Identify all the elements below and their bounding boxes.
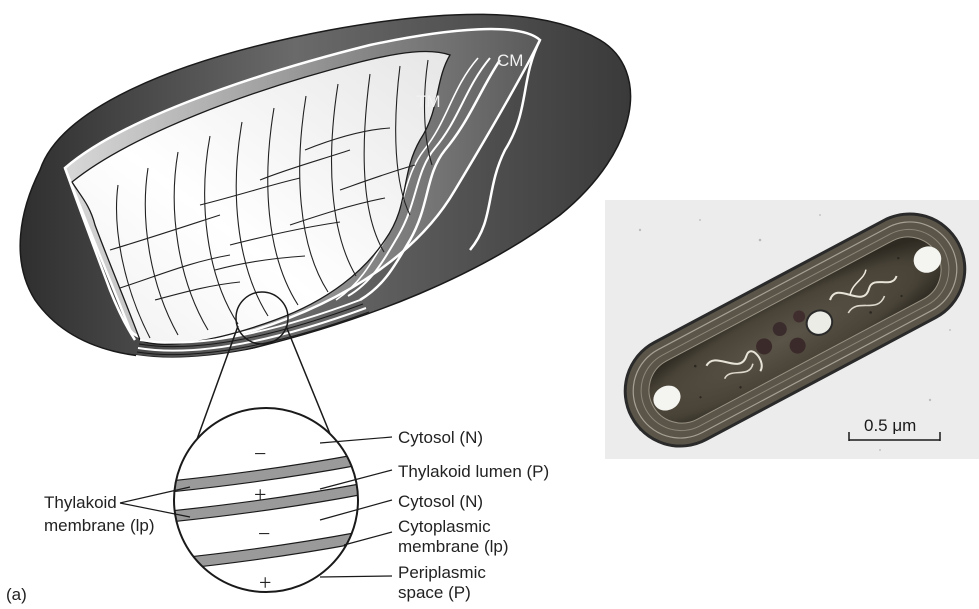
sign-cytosol-2: − xyxy=(258,521,270,546)
label-cytosol-2: Cytosol (N) xyxy=(398,492,483,511)
tm-label: TM xyxy=(416,92,441,111)
sign-periplasm: + xyxy=(259,570,271,595)
zoom-circle: − + − + xyxy=(160,408,380,595)
scale-bar-label: 0.5 μm xyxy=(864,416,916,435)
label-thylakoid-membrane-line2: membrane (lp) xyxy=(44,516,155,535)
label-thylakoid-membrane-line1: Thylakoid xyxy=(44,493,117,512)
label-cytoplasmic-membrane-line2: membrane (lp) xyxy=(398,537,509,556)
label-cytosol-1: Cytosol (N) xyxy=(398,428,483,447)
sign-lumen: + xyxy=(254,482,266,507)
label-periplasmic-line1: Periplasmic xyxy=(398,563,486,582)
panel-label: (a) xyxy=(6,585,27,604)
label-periplasmic-line2: space (P) xyxy=(398,583,471,602)
label-cytoplasmic-membrane-line1: Cytoplasmic xyxy=(398,517,491,536)
label-thylakoid-lumen: Thylakoid lumen (P) xyxy=(398,462,549,481)
cell-diagram: CM TM xyxy=(20,14,630,358)
sign-cytosol-1: − xyxy=(254,441,266,466)
cm-label: CM xyxy=(497,51,523,70)
electron-micrograph: 0.5 μm xyxy=(605,195,979,466)
